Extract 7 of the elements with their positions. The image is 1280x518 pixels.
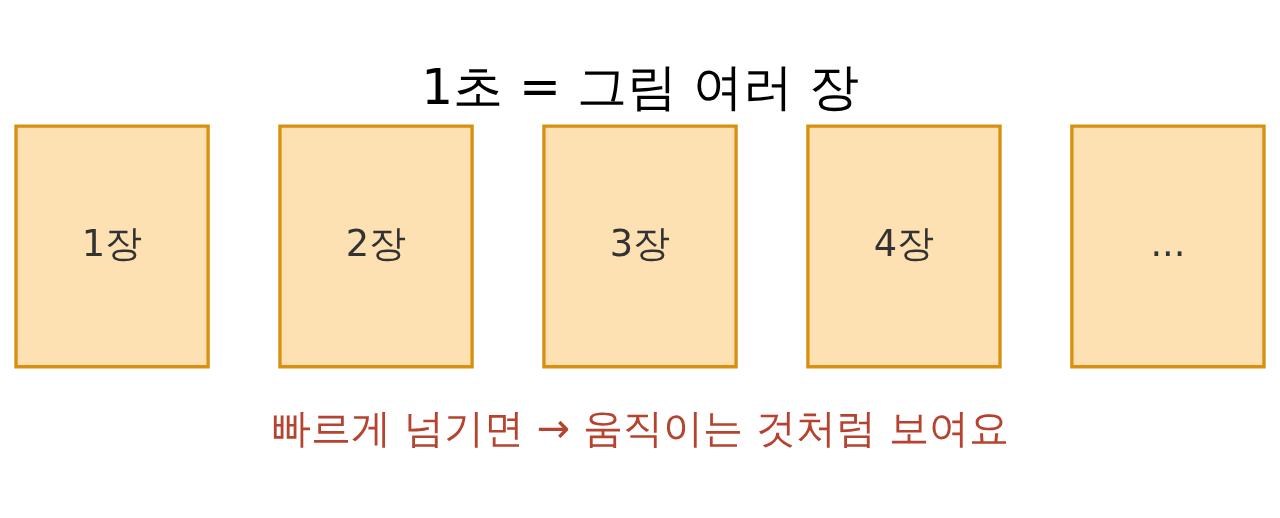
label: 빠르게 넘기면 → 움직이는 것처럼 보여요: [271, 405, 1009, 452]
node-box: 4장: [806, 124, 1002, 369]
node-box: 2장: [278, 124, 474, 369]
node-box: 3장: [542, 124, 738, 369]
node-box: ...: [1070, 124, 1266, 369]
diagram-title: 1초 = 그림 여러 장: [421, 57, 859, 117]
node-box: 1장: [14, 124, 210, 369]
